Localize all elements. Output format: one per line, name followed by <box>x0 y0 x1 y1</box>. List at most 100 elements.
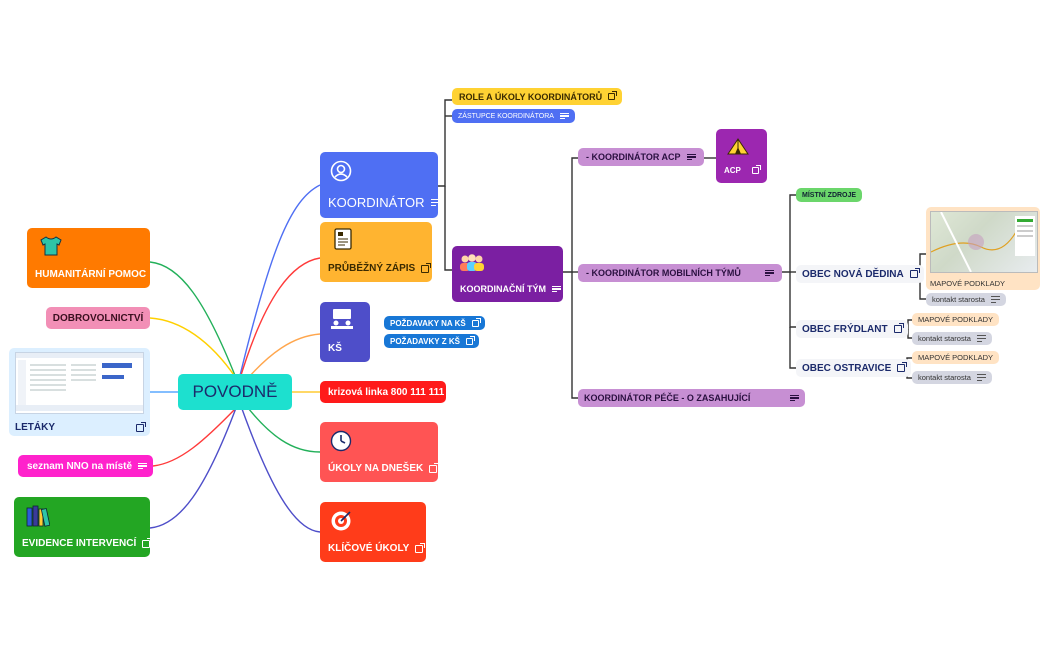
node-prubezny-zapis[interactable]: PRŮBĚŽNÝ ZÁPIS <box>320 222 432 282</box>
user-circle-icon <box>330 160 352 186</box>
kontakt-label: kontakt starosta <box>918 373 971 382</box>
evidence-label: EVIDENCE INTERVENCÍ <box>22 538 137 549</box>
node-seznam-nno[interactable]: seznam NNO na místě <box>18 455 153 477</box>
node-koordinator-acp[interactable]: - KOORDINÁTOR ACP <box>578 148 704 166</box>
koordinator-label: KOORDINÁTOR <box>328 195 425 210</box>
node-koordinator[interactable]: KOORDINÁTOR <box>320 152 440 218</box>
note-icon[interactable] <box>976 335 986 342</box>
note-icon[interactable] <box>790 394 799 402</box>
klicove-label: KLÍČOVÉ ÚKOLY <box>328 543 410 554</box>
nova-dedina-label: OBEC NOVÁ DĚDINA <box>802 268 904 280</box>
kontakt-label: kontakt starosta <box>918 334 971 343</box>
letaky-label: LETÁKY <box>15 422 55 433</box>
node-obec-frydlant[interactable]: OBEC FRÝDLANT <box>796 320 908 338</box>
node-ks[interactable]: KŠ <box>320 302 370 362</box>
note-icon[interactable] <box>559 112 569 120</box>
node-acp[interactable]: ACP <box>716 129 767 183</box>
node-koordinator-mobilnich[interactable]: - KOORDINÁTOR MOBILNÍCH TÝMŮ <box>578 264 782 282</box>
note-icon[interactable] <box>138 462 148 470</box>
node-koordinacni-tym[interactable]: KOORDINAČNÍ TÝM <box>452 246 563 302</box>
node-role-ukoly[interactable]: ROLE A ÚKOLY KOORDINÁTORŮ <box>452 88 623 105</box>
pozadavky-z-label: POŽADAVKY Z KŠ <box>390 336 460 346</box>
target-icon <box>330 510 352 536</box>
node-kontakt-frydlant[interactable]: kontakt starosta <box>912 332 992 345</box>
root-node-povodne[interactable]: POVODNĚ <box>178 374 292 410</box>
node-ukoly-na-dnesek[interactable]: ÚKOLY NA DNEŠEK <box>320 422 440 482</box>
link-root-humanitarni <box>149 261 237 379</box>
tym-label: KOORDINAČNÍ TÝM <box>460 284 546 294</box>
external-link-icon[interactable] <box>465 335 475 345</box>
node-mapove-ostravice[interactable]: MAPOVÉ PODKLADY <box>912 351 1000 364</box>
external-link-icon[interactable] <box>429 462 440 473</box>
node-pozadavky-z-ks[interactable]: POŽADAVKY Z KŠ <box>384 334 479 348</box>
link-root-klicove <box>235 391 321 533</box>
link-root-dobrovolnictvi <box>149 317 237 379</box>
books-icon <box>26 505 51 531</box>
external-link-icon[interactable] <box>608 91 618 100</box>
node-pozdavky-na-ks[interactable]: POŽDAVAKY NA KŠ <box>384 316 485 330</box>
leaflet-thumbnail <box>15 352 144 414</box>
ukoly-label: ÚKOLY NA DNEŠEK <box>328 463 424 474</box>
zastupce-label: ZÁSTUPCE KOORDINÁTORA <box>458 112 554 120</box>
note-icon[interactable] <box>430 199 440 206</box>
note-icon[interactable] <box>990 296 1000 303</box>
external-link-icon[interactable] <box>136 421 146 432</box>
pece-label: KOORDINÁTOR PÉČE - O ZASAHUJÍCÍ <box>584 393 751 403</box>
node-dobrovolnictvi[interactable]: DOBROVOLNICTVÍ <box>46 307 150 329</box>
external-link-icon[interactable] <box>421 262 432 273</box>
pozdavky-na-label: POŽDAVAKY NA KŠ <box>390 318 466 328</box>
nno-label: seznam NNO na místě <box>27 460 133 472</box>
external-link-icon[interactable] <box>893 323 904 333</box>
external-link-icon[interactable] <box>909 268 920 278</box>
mistni-label: MÍSTNÍ ZDROJE <box>802 191 857 199</box>
node-mapove-podklady-nova-dedina[interactable]: MAPOVÉ PODKLADY <box>926 207 1040 290</box>
kontakt-label: kontakt starosta <box>932 295 985 304</box>
acp-label: ACP <box>724 166 741 175</box>
node-kontakt-ostravice[interactable]: kontakt starosta <box>912 371 992 384</box>
link-root-zapis <box>235 257 321 393</box>
node-koordinator-pece[interactable]: KOORDINÁTOR PÉČE - O ZASAHUJÍCÍ <box>578 389 805 407</box>
acp-koord-label: - KOORDINÁTOR ACP <box>586 152 681 162</box>
map-thumbnail <box>930 211 1038 273</box>
mapove-label: MAPOVÉ PODKLADY <box>918 315 994 324</box>
team-icon <box>458 252 486 276</box>
node-obec-nova-dedina[interactable]: OBEC NOVÁ DĚDINA <box>796 265 924 283</box>
external-link-icon[interactable] <box>142 537 153 548</box>
linka-label: krizová linka 800 111 111 <box>328 386 445 398</box>
note-icon[interactable] <box>686 153 696 161</box>
link-root-nno <box>152 407 237 467</box>
mapove-label: MAPOVÉ PODKLADY <box>918 353 994 362</box>
mobilni-label: - KOORDINÁTOR MOBILNÍCH TÝMŮ <box>586 268 741 278</box>
external-link-icon[interactable] <box>471 317 481 327</box>
dobrovolnictvi-label: DOBROVOLNICTVÍ <box>52 312 144 324</box>
node-mistni-zdroje[interactable]: MÍSTNÍ ZDROJE <box>796 188 863 202</box>
node-mapove-frydlant[interactable]: MAPOVÉ PODKLADY <box>912 313 1000 326</box>
external-link-icon[interactable] <box>752 165 761 174</box>
node-zastupce[interactable]: ZÁSTUPCE KOORDINÁTORA <box>452 109 575 123</box>
node-humanitarni-pomoc[interactable]: HUMANITÁRNÍ POMOC <box>27 228 150 288</box>
zapis-label: PRŮBĚŽNÝ ZÁPIS <box>328 263 416 274</box>
meeting-icon <box>329 308 355 334</box>
note-icon[interactable] <box>552 285 561 293</box>
node-klicove-ukoly[interactable]: KLÍČOVÉ ÚKOLY <box>320 502 426 562</box>
mapove-label: MAPOVÉ PODKLADY <box>930 279 1006 288</box>
tshirt-icon <box>39 236 63 260</box>
ks-label: KŠ <box>328 343 342 354</box>
humanitarni-label: HUMANITÁRNÍ POMOC <box>35 269 147 280</box>
node-krizova-linka[interactable]: krizová linka 800 111 111 <box>320 381 446 403</box>
external-link-icon[interactable] <box>415 542 426 553</box>
node-obec-ostravice[interactable]: OBEC OSTRAVICE <box>796 359 912 377</box>
clock-icon <box>330 430 352 456</box>
node-kontakt-nova-dedina[interactable]: kontakt starosta <box>926 293 1006 306</box>
tent-icon <box>726 137 750 159</box>
frydlant-label: OBEC FRÝDLANT <box>802 323 888 335</box>
role-label: ROLE A ÚKOLY KOORDINÁTORŮ <box>459 91 603 102</box>
note-icon[interactable] <box>976 374 986 381</box>
note-icon[interactable] <box>765 269 774 277</box>
node-evidence-intervenci[interactable]: EVIDENCE INTERVENCÍ <box>14 497 153 557</box>
external-link-icon[interactable] <box>897 362 908 372</box>
node-letaky[interactable]: LETÁKY <box>9 348 150 436</box>
document-icon <box>334 228 352 254</box>
link-root-koordinator <box>235 184 321 393</box>
